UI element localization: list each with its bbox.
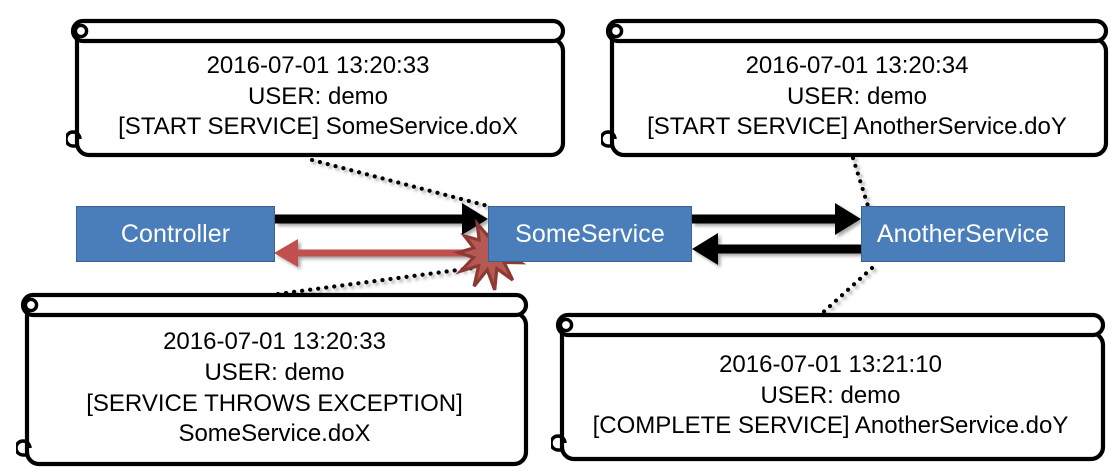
note-top-roll — [605, 18, 1109, 44]
arrow-controller-to-someservice — [275, 203, 488, 235]
leader-note-exception — [275, 265, 476, 297]
note-line: USER: demo — [247, 82, 389, 110]
service-box-controller[interactable]: Controller — [76, 206, 275, 262]
note-bottom-curl — [16, 439, 32, 457]
arrows-group — [274, 203, 861, 267]
note-top-curl — [23, 297, 39, 313]
note-line: USER: demo — [204, 358, 345, 386]
leader-lines-group — [275, 155, 875, 320]
note-shape — [601, 18, 1109, 158]
note-top-curl — [73, 23, 89, 39]
service-box-label: SomeService — [515, 219, 665, 248]
note-line: [START SERVICE] SomeService.doX — [118, 113, 518, 141]
note-body — [24, 310, 529, 467]
note-shape — [551, 312, 1106, 462]
note-body — [609, 36, 1109, 158]
leader-note-start-anotherservice — [850, 155, 871, 209]
note-shape — [66, 18, 566, 158]
note-top-curl — [558, 317, 574, 333]
arrow-someservice-to-anotherservice — [692, 203, 861, 235]
note-line: [COMPLETE SERVICE] AnotherService.doY — [592, 412, 1069, 440]
note-bottom-curl — [601, 130, 617, 148]
note-bottom-curl — [66, 130, 82, 148]
leader-note-start-someservice — [309, 157, 491, 209]
service-box-someservice[interactable]: SomeService — [488, 206, 692, 262]
service-box-label: AnotherService — [876, 219, 1050, 248]
note-body — [559, 330, 1106, 462]
note-line: [SERVICE THROWS EXCEPTION] — [86, 389, 463, 417]
note-line: 2016-07-01 13:20:33 — [206, 51, 430, 79]
note-body — [74, 36, 566, 158]
note-line: SomeService.doX — [178, 420, 371, 448]
note-line: 2016-07-01 13:20:33 — [163, 328, 386, 356]
note-top-roll — [70, 18, 566, 44]
arrow-anotherservice-to-someservice — [692, 233, 861, 265]
note-top-curl — [608, 23, 624, 39]
service-box-label: Controller — [120, 219, 231, 248]
leader-note-complete — [815, 265, 875, 320]
service-box-anotherservice[interactable]: AnotherService — [861, 206, 1065, 262]
note-top-roll — [20, 292, 529, 318]
note-shape — [16, 292, 529, 467]
note-line: 2016-07-01 13:20:34 — [745, 51, 969, 79]
note-line: [START SERVICE] AnotherService.doY — [647, 113, 1067, 141]
note-top-roll — [555, 312, 1106, 338]
note-line: 2016-07-01 13:21:10 — [719, 350, 942, 378]
note-bottom-curl — [551, 434, 567, 452]
note-line: USER: demo — [786, 82, 928, 110]
arrow-someservice-to-controller — [274, 239, 492, 267]
note-line: USER: demo — [760, 381, 901, 409]
